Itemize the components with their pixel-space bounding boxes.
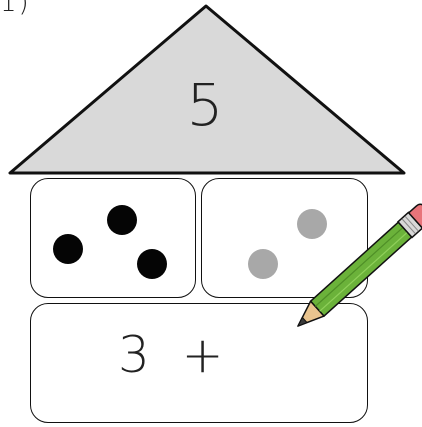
equation-text: 3 +	[118, 330, 258, 380]
gray-dot	[248, 249, 278, 279]
roof-total-number: 5	[160, 76, 250, 134]
black-dot	[107, 205, 137, 235]
black-dot	[53, 234, 83, 264]
left-part-box[interactable]	[30, 178, 196, 298]
gray-dot	[297, 209, 327, 239]
black-dot	[137, 249, 167, 279]
right-part-box[interactable]	[201, 178, 368, 298]
